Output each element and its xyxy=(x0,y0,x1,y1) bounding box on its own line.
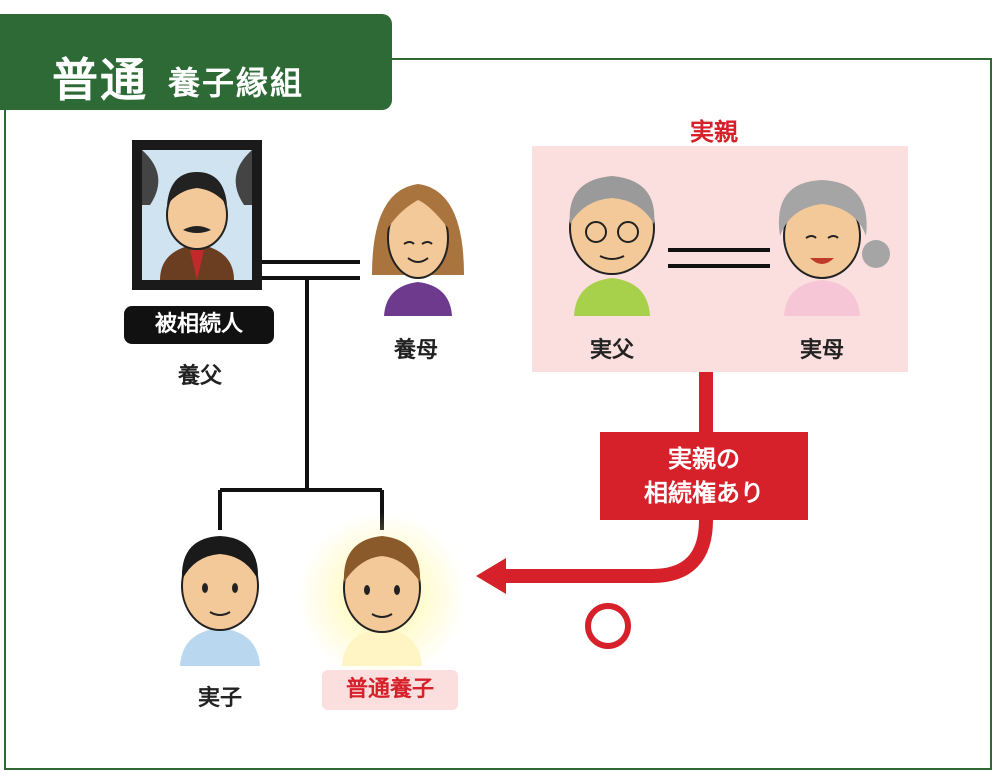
family-lines xyxy=(218,248,770,530)
real-child-icon xyxy=(180,536,260,666)
bio-mother-icon xyxy=(778,180,890,316)
diagram-frame xyxy=(4,58,992,770)
adopted-child-icon xyxy=(342,536,422,666)
inheritance-line1: 実親の xyxy=(668,445,740,473)
adoptive-mother-icon xyxy=(372,184,464,316)
deceased-badge: 被相続人 xyxy=(124,306,274,344)
adopted-child-label: 普通養子 xyxy=(322,670,458,710)
real-child-label: 実子 xyxy=(198,686,243,711)
circle-yes-icon xyxy=(585,603,631,649)
bio-mother-label: 実母 xyxy=(800,338,845,363)
adoptive-mother-label: 養母 xyxy=(394,338,439,363)
adoptive-father-label: 養父 xyxy=(178,364,223,389)
inheritance-right-box: 実親の 相続権あり xyxy=(600,432,808,520)
title-sub: 養子縁組 xyxy=(168,64,305,102)
inheritance-line2: 相続権あり xyxy=(644,479,764,507)
title-main: 普通 xyxy=(52,53,148,107)
portrait-frame-icon xyxy=(132,140,262,290)
bio-father-icon xyxy=(569,176,655,316)
bio-parents-title: 実親 xyxy=(690,118,738,146)
title-bar: 普通 養子縁組 xyxy=(0,14,392,110)
arrow-left-icon xyxy=(476,372,713,594)
bio-father-label: 実父 xyxy=(590,338,635,363)
